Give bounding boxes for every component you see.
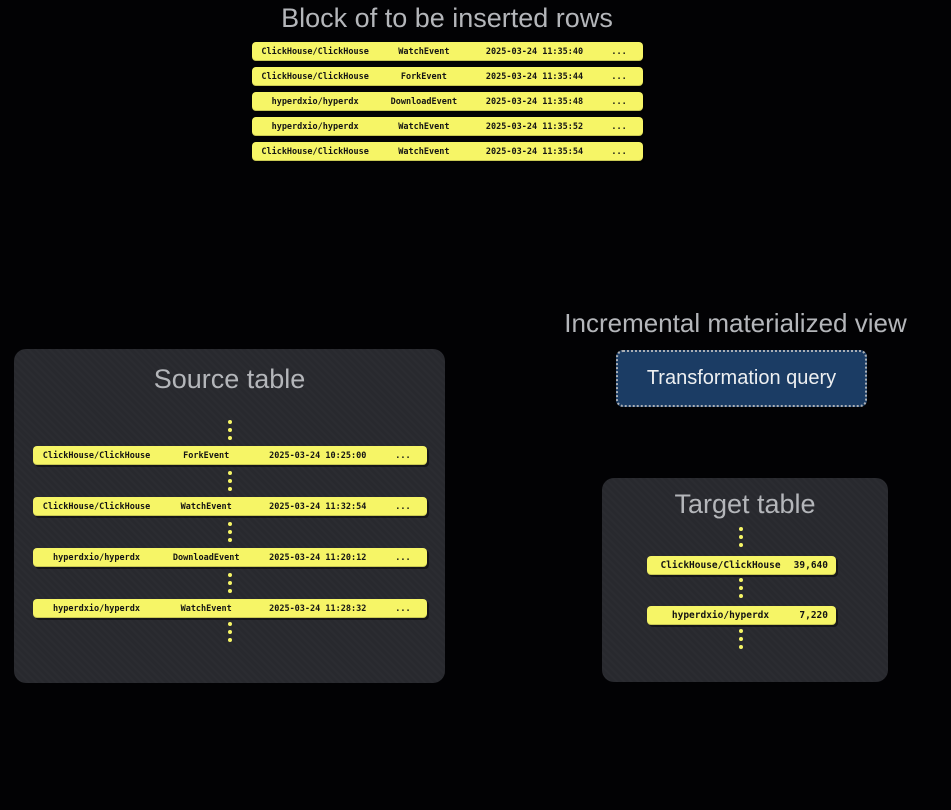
row-event: WatchEvent <box>180 603 232 614</box>
source-row: hyperdxio/hyperdx DownloadEvent 2025-03-… <box>33 548 427 567</box>
row-timestamp: 2025-03-24 11:32:54 <box>269 501 367 512</box>
row-timestamp: 2025-03-24 11:35:54 <box>485 146 584 157</box>
row-repo: hyperdxio/hyperdx <box>271 96 359 107</box>
insert-row: ClickHouse/ClickHouse ForkEvent 2025-03-… <box>252 67 643 86</box>
insert-row: hyperdxio/hyperdx WatchEvent 2025-03-24 … <box>252 117 643 136</box>
row-ellipsis: ... <box>395 552 411 563</box>
row-repo: ClickHouse/ClickHouse <box>660 560 781 571</box>
target-table-panel: Target table ClickHouse/ClickHouse 39,64… <box>602 478 888 682</box>
source-row: ClickHouse/ClickHouse ForkEvent 2025-03-… <box>33 446 427 465</box>
row-timestamp: 2025-03-24 11:35:40 <box>485 46 584 57</box>
vertical-ellipsis-icon <box>228 420 232 440</box>
row-ellipsis: ... <box>611 71 627 82</box>
materialized-view-title: Incremental materialized view <box>564 308 907 338</box>
row-repo: hyperdxio/hyperdx <box>271 121 359 132</box>
insert-row: ClickHouse/ClickHouse WatchEvent 2025-03… <box>252 142 643 161</box>
row-event: ForkEvent <box>400 71 447 82</box>
row-repo: ClickHouse/ClickHouse <box>261 71 369 82</box>
row-event: WatchEvent <box>398 121 450 132</box>
vertical-ellipsis-icon <box>228 622 232 642</box>
insert-row: ClickHouse/ClickHouse WatchEvent 2025-03… <box>252 42 643 61</box>
target-row: hyperdxio/hyperdx 7,220 <box>647 606 836 625</box>
row-repo: hyperdxio/hyperdx <box>53 552 141 563</box>
insert-row: hyperdxio/hyperdx DownloadEvent 2025-03-… <box>252 92 643 111</box>
row-event: WatchEvent <box>398 146 450 157</box>
vertical-ellipsis-icon <box>739 578 743 598</box>
source-table-title: Source table <box>153 364 306 394</box>
vertical-ellipsis-icon <box>228 573 232 593</box>
row-ellipsis: ... <box>611 96 627 107</box>
row-timestamp: 2025-03-24 10:25:00 <box>269 450 367 461</box>
vertical-ellipsis-icon <box>739 629 743 649</box>
row-ellipsis: ... <box>395 603 411 614</box>
row-timestamp: 2025-03-24 11:20:12 <box>269 552 367 563</box>
row-repo: ClickHouse/ClickHouse <box>42 501 151 512</box>
row-repo: hyperdxio/hyperdx <box>671 610 770 621</box>
vertical-ellipsis-icon <box>739 527 743 547</box>
transformation-query-box: Transformation query <box>616 350 867 407</box>
row-timestamp: 2025-03-24 11:35:52 <box>485 121 584 132</box>
row-repo: hyperdxio/hyperdx <box>53 603 141 614</box>
vertical-ellipsis-icon <box>228 471 232 491</box>
row-repo: ClickHouse/ClickHouse <box>261 46 369 57</box>
source-table-panel: Source table ClickHouse/ClickHouse ForkE… <box>14 349 445 683</box>
target-row: ClickHouse/ClickHouse 39,640 <box>647 556 836 575</box>
row-event: DownloadEvent <box>390 96 458 107</box>
target-table-title: Target table <box>674 489 816 519</box>
row-timestamp: 2025-03-24 11:35:44 <box>485 71 584 82</box>
row-timestamp: 2025-03-24 11:35:48 <box>485 96 584 107</box>
row-event: DownloadEvent <box>172 552 240 563</box>
row-event: WatchEvent <box>398 46 450 57</box>
row-count: 7,220 <box>799 610 828 621</box>
source-row: ClickHouse/ClickHouse WatchEvent 2025-03… <box>33 497 427 516</box>
vertical-ellipsis-icon <box>228 522 232 542</box>
insert-block-title: Block of to be inserted rows <box>281 3 613 33</box>
row-ellipsis: ... <box>395 501 411 512</box>
row-event: WatchEvent <box>180 501 232 512</box>
source-row: hyperdxio/hyperdx WatchEvent 2025-03-24 … <box>33 599 427 618</box>
row-ellipsis: ... <box>395 450 411 461</box>
row-event: ForkEvent <box>183 450 230 461</box>
row-ellipsis: ... <box>611 46 627 57</box>
row-ellipsis: ... <box>611 121 627 132</box>
row-repo: ClickHouse/ClickHouse <box>42 450 151 461</box>
row-repo: ClickHouse/ClickHouse <box>261 146 369 157</box>
row-ellipsis: ... <box>611 146 627 157</box>
row-timestamp: 2025-03-24 11:28:32 <box>269 603 367 614</box>
row-count: 39,640 <box>793 560 828 571</box>
